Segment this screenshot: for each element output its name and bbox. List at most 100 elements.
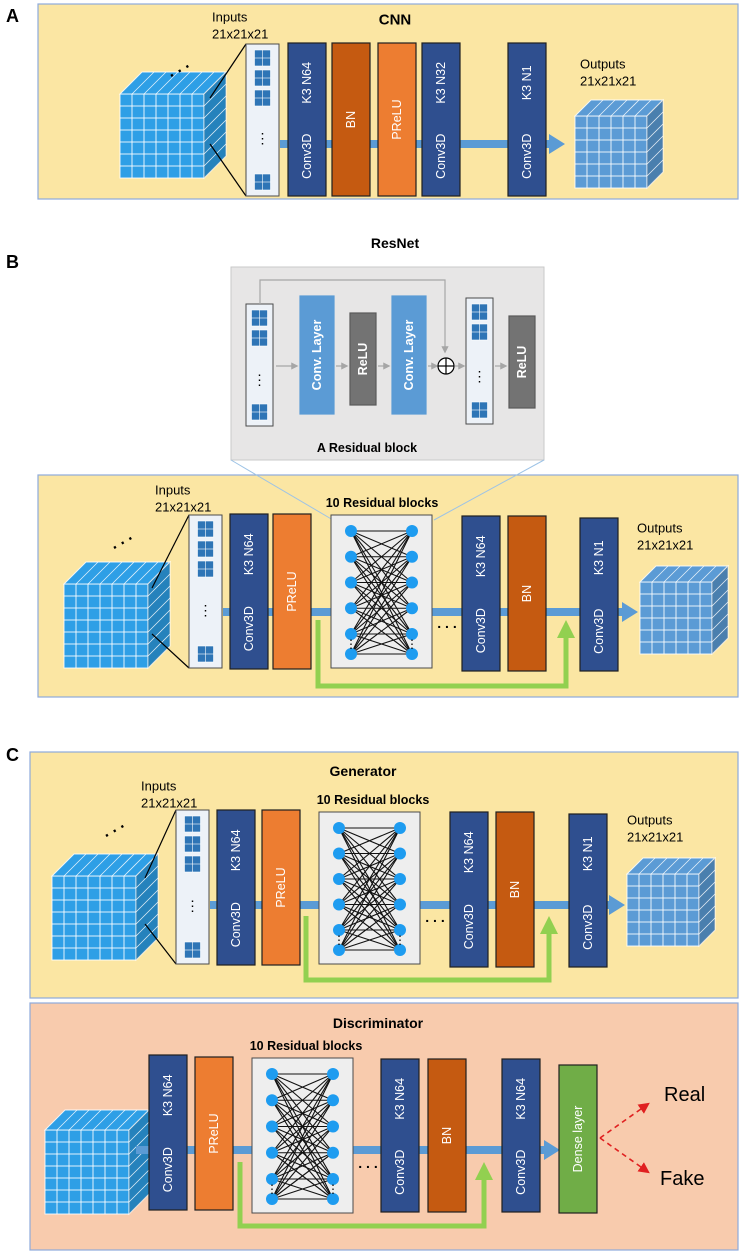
slices-ellipsis: ⋮ xyxy=(199,602,213,618)
connection xyxy=(338,853,401,951)
conv-layer-1-label: Conv. Layer xyxy=(310,320,324,391)
fake-label: Fake xyxy=(660,1168,704,1190)
relu-1-label: ReLU xyxy=(356,343,370,376)
node-left xyxy=(345,628,357,640)
connection xyxy=(338,827,401,880)
connection xyxy=(350,607,413,655)
conv-k3n64-gen2-top-label: K3 N64 xyxy=(462,831,476,873)
connection xyxy=(350,530,413,635)
cube-grid xyxy=(99,561,123,585)
node-right xyxy=(406,648,418,660)
cube-grid xyxy=(63,853,87,877)
bn-disc-label: BN xyxy=(440,1127,454,1144)
panel-title-b: ResNet xyxy=(371,235,420,251)
conv-k3n1-a-box xyxy=(507,42,547,197)
sum-node xyxy=(437,357,455,375)
connection xyxy=(271,1126,334,1200)
node-left xyxy=(266,1120,278,1133)
node-left xyxy=(266,1193,278,1205)
conv-k3n64-b2-top-label: K3 N64 xyxy=(474,535,488,577)
node-right xyxy=(394,944,406,956)
skip-head xyxy=(540,916,558,934)
dense-layer: Dense layer xyxy=(558,1064,598,1214)
panel-letter-c: C xyxy=(6,745,19,765)
conv-k3n1-b-bottom-label: Conv3D xyxy=(592,609,606,654)
slices-box xyxy=(245,43,280,197)
cube-front xyxy=(51,875,137,961)
input-cube-b xyxy=(62,560,172,670)
panel-letter-b: B xyxy=(6,252,19,272)
bn-b-box xyxy=(507,515,547,672)
conv-k3n64-gen-box xyxy=(216,809,256,966)
prelu-gen: PReLU xyxy=(261,809,301,966)
connection xyxy=(271,1073,334,1180)
prelu-a-label: PReLU xyxy=(390,99,404,139)
cube-grid xyxy=(123,561,147,585)
skip-head xyxy=(557,620,575,638)
connection xyxy=(350,530,413,558)
connection xyxy=(271,1073,334,1154)
conv-k3n64-b2-box xyxy=(461,515,501,672)
residual-input-slices: ⋮ xyxy=(245,303,274,427)
node-right xyxy=(327,1120,339,1133)
relu-1: ReLU xyxy=(349,312,377,406)
connection xyxy=(350,530,413,609)
cube-grid xyxy=(651,565,669,583)
conv-k3n64-a-top-label: K3 N64 xyxy=(300,62,314,104)
cube-grid xyxy=(147,597,171,621)
residual-grid-disc: ⋮⋮ xyxy=(251,1057,354,1214)
cube-grid xyxy=(711,577,729,595)
connection xyxy=(271,1152,334,1180)
connection xyxy=(338,878,401,931)
connection xyxy=(271,1073,334,1127)
grid-ellipsis: ⋮ xyxy=(333,933,345,947)
outputs-size-a: 21x21x21 xyxy=(580,74,636,89)
conv-layer-2-label: Conv. Layer xyxy=(402,320,416,391)
cube-grid xyxy=(634,99,652,117)
cube-grid xyxy=(135,865,159,889)
detail-zoom-line xyxy=(230,459,334,521)
cube-grid xyxy=(155,71,179,95)
skip-line xyxy=(237,1162,487,1229)
gap-dots-gen: . . . xyxy=(425,909,444,925)
conv-k3n1-a-bottom-label: Conv3D xyxy=(520,134,534,179)
cube-grid xyxy=(128,1157,150,1179)
connection xyxy=(271,1152,334,1200)
conv-k3n64-disc2-box xyxy=(380,1058,420,1213)
cube-grid xyxy=(99,853,123,877)
discriminator-title: Discriminator xyxy=(333,1015,424,1031)
connection xyxy=(271,1073,334,1101)
prelu-b-label: PReLU xyxy=(285,571,299,611)
inputs-size-gen: 21x21x21 xyxy=(141,796,197,811)
node-right xyxy=(327,1146,339,1159)
zoom-line xyxy=(144,809,177,879)
cube-grid xyxy=(203,107,227,131)
bn-b: BN xyxy=(507,515,547,672)
connection xyxy=(350,530,413,583)
conv-k3n64-gen-bottom-label: Conv3D xyxy=(229,902,243,947)
real-arrow xyxy=(599,1102,650,1139)
conv-layer-2-box xyxy=(391,295,427,415)
cube-grid xyxy=(662,857,680,875)
conv-k3n64-disc-top-label: K3 N64 xyxy=(161,1074,175,1116)
relu-1-box xyxy=(349,312,377,406)
skip-connection-disc xyxy=(237,1162,493,1229)
node-right xyxy=(327,1094,339,1107)
input-slices-a: ⋮ xyxy=(245,43,280,197)
cube-grid xyxy=(128,1133,150,1155)
residual-caption-b: 10 Residual blocks xyxy=(326,496,439,510)
cube-grid xyxy=(75,561,99,585)
cube-grid xyxy=(131,71,155,95)
conv-k3n64-a-box xyxy=(287,42,327,197)
conv-k3n64-disc-bottom-label: Conv3D xyxy=(161,1147,175,1192)
conv-k3n64-gen2-bottom-label: Conv3D xyxy=(462,904,476,949)
cube-grid xyxy=(128,1169,150,1191)
cube-grid xyxy=(203,83,227,107)
residual-grid-gen: ⋮⋮ xyxy=(318,811,421,965)
cube-grid xyxy=(143,71,167,95)
conv-k3n64-disc2-bottom-label: Conv3D xyxy=(393,1150,407,1195)
bn-a-label: BN xyxy=(344,111,358,128)
node-right xyxy=(406,525,418,537)
